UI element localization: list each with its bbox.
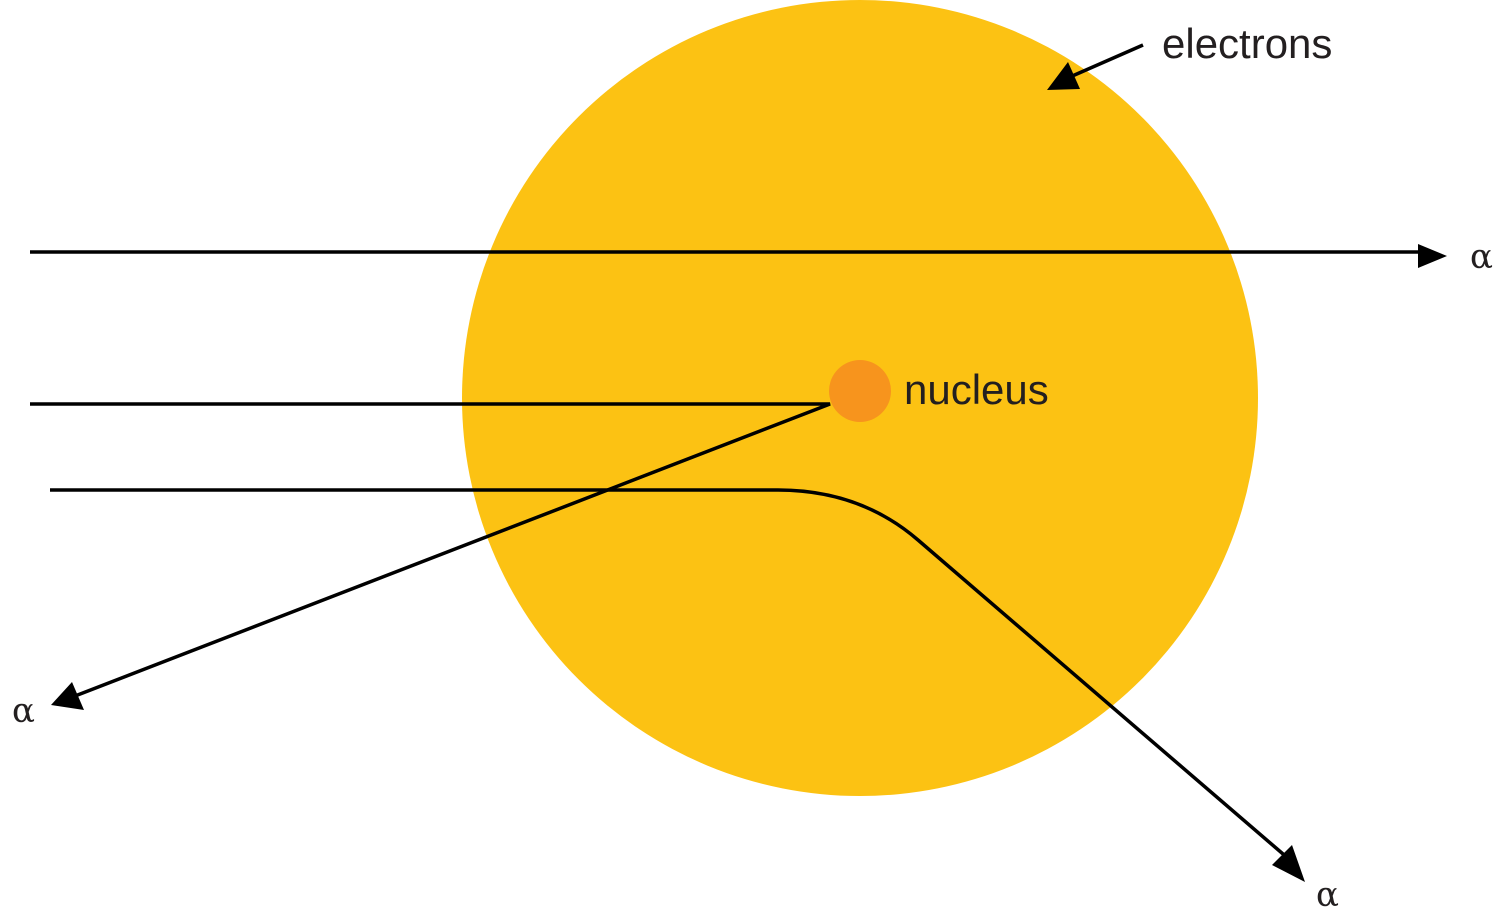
electrons-pointer — [1047, 43, 1144, 90]
nucleus-label: nucleus — [904, 366, 1049, 413]
alpha-deflected-label: α — [1316, 875, 1339, 915]
alpha-path-straight — [30, 244, 1447, 268]
alpha-straight-label: α — [1470, 237, 1493, 277]
alpha-path-backscatter-arrowhead — [51, 682, 84, 710]
nucleus — [829, 360, 891, 422]
alpha-path-deflected — [50, 488, 1305, 882]
electrons-label: electrons — [1162, 20, 1332, 67]
alpha-path-straight-arrowhead — [1418, 244, 1447, 268]
electrons-pointer-line — [1069, 43, 1144, 79]
alpha-path-deflected-arrowhead — [1272, 845, 1305, 882]
alpha-path-backscatter — [30, 402, 831, 710]
alpha-path-backscatter-line — [30, 402, 831, 698]
alpha-path-deflected-line — [50, 488, 1292, 862]
alpha-back-label: α — [12, 691, 35, 731]
electrons-pointer-arrowhead — [1047, 62, 1080, 90]
